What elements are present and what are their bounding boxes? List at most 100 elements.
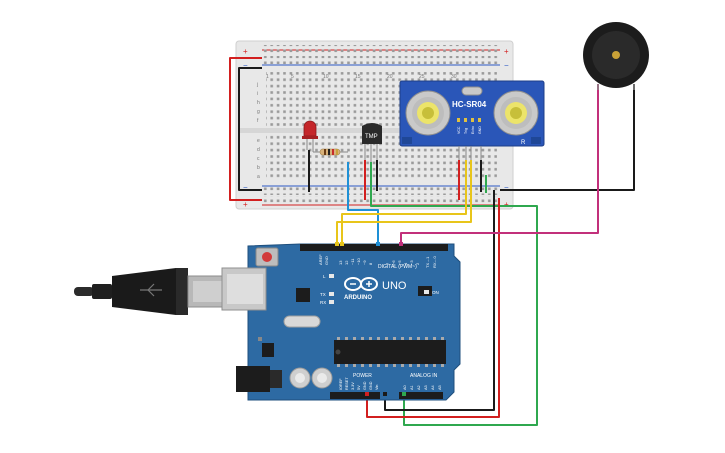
wire-green-analog[interactable]	[370, 162, 538, 426]
wire-arduino-5v[interactable]	[366, 198, 500, 418]
svg-text:c: c	[257, 156, 260, 162]
svg-text:4: 4	[403, 262, 408, 265]
svg-text:12: 12	[344, 260, 349, 265]
svg-text:A5: A5	[438, 385, 442, 390]
rail-plus-label-bl: +	[243, 200, 248, 209]
svg-text:Vin: Vin	[375, 385, 379, 390]
svg-text:d: d	[257, 147, 260, 153]
svg-text:IOREF: IOREF	[339, 378, 343, 390]
svg-text:GND: GND	[324, 256, 329, 265]
sensor-r-mark: R	[521, 140, 526, 146]
svg-text:RESET: RESET	[345, 377, 349, 390]
rail-plus-label-tl: +	[243, 47, 248, 56]
wire-buzzer-signal[interactable]	[400, 84, 599, 244]
bottom-rail-holes-2	[262, 196, 500, 204]
usb-cable	[74, 268, 229, 315]
svg-text:10: 10	[323, 74, 329, 80]
svg-text:15: 15	[355, 74, 361, 80]
svg-text:~5: ~5	[397, 260, 402, 265]
svg-text:7: 7	[385, 262, 390, 265]
sensor-model-label: HC-SR04	[452, 100, 487, 109]
svg-text:i: i	[257, 91, 258, 97]
arduino-logo	[344, 277, 378, 291]
svg-text:A1: A1	[410, 385, 414, 390]
wires	[229, 57, 635, 426]
temperature-sensor[interactable]: TMP	[362, 123, 382, 162]
sensor-pin-labels: VCC Trig Echo GND	[457, 126, 482, 134]
svg-text:~3: ~3	[409, 260, 414, 265]
power-jack	[236, 366, 270, 392]
ultrasonic-sensor[interactable]: HC-SR04 VCC Trig Echo GND R	[399, 80, 545, 160]
svg-text:a: a	[257, 174, 260, 180]
red-led[interactable]	[302, 120, 318, 152]
svg-text:A0: A0	[403, 385, 407, 390]
board-crystal	[283, 315, 321, 328]
wire-rail-plus-loop[interactable]	[229, 57, 262, 201]
svg-text:b: b	[257, 165, 260, 171]
transducer-right	[493, 90, 539, 136]
svg-text:AREF: AREF	[318, 254, 323, 265]
top-rail-holes-1	[262, 45, 500, 54]
svg-text:20: 20	[387, 74, 393, 80]
regulator	[262, 343, 274, 357]
tmp-label: TMP	[365, 134, 378, 140]
svg-text:5V: 5V	[357, 385, 361, 390]
svg-text:VCC: VCC	[457, 126, 461, 134]
chip-pins	[337, 337, 444, 367]
rail-minus-label-br: −	[504, 183, 509, 192]
svg-text:GND: GND	[369, 381, 373, 390]
svg-text:1: 1	[266, 74, 269, 80]
on-label: ON	[432, 290, 439, 295]
svg-text:GND: GND	[363, 381, 367, 390]
rail-minus-label-bl: −	[243, 183, 248, 192]
wire-tmp-signal[interactable]	[347, 162, 379, 244]
power-header[interactable]	[330, 392, 380, 399]
analog-header-label: ANALOG IN	[410, 373, 438, 379]
svg-text:~6: ~6	[391, 260, 396, 265]
svg-text:j: j	[256, 82, 258, 88]
rail-minus-label-tl: −	[243, 61, 248, 70]
svg-text:e: e	[257, 138, 260, 144]
wire-sensor-trig[interactable]	[341, 160, 467, 244]
svg-text:TX→1: TX→1	[425, 256, 430, 268]
digital-header[interactable]	[300, 244, 448, 251]
svg-text:2: 2	[415, 262, 420, 265]
wire-endpoints	[335, 242, 406, 396]
rail-plus-label-tr: +	[504, 47, 509, 56]
svg-text:Echo: Echo	[471, 126, 475, 134]
svg-text:GND: GND	[478, 126, 482, 134]
svg-text:A4: A4	[431, 385, 435, 390]
resistor[interactable]	[313, 148, 348, 156]
svg-text:L: L	[323, 274, 326, 279]
analog-pin-labels: A0 A1 A2 A3 A4 A5	[403, 385, 442, 390]
svg-text:5: 5	[291, 74, 294, 80]
svg-text:30: 30	[451, 74, 457, 80]
piezo-buzzer[interactable]	[583, 22, 649, 90]
rail-minus-label-tr: −	[504, 61, 509, 70]
usb-chip	[296, 288, 310, 302]
analog-header[interactable]	[399, 392, 443, 399]
svg-text:~11: ~11	[350, 258, 355, 265]
arduino-uno[interactable]: AREF GND 13 12 ~11 ~10 ~9 8 7 ~6 ~5 4 ~3…	[221, 243, 461, 401]
usb-icon	[140, 283, 162, 297]
svg-text:8: 8	[368, 262, 373, 265]
row-letters: j i h g f e d c b a	[256, 82, 260, 180]
svg-text:TX: TX	[320, 292, 326, 297]
atmega-chip	[334, 340, 446, 364]
arduino-brand: ARDUINO	[344, 295, 372, 301]
wire-sensor-echo[interactable]	[336, 160, 472, 244]
board-leds: L TX RX ON	[320, 274, 439, 305]
wire-arduino-gnd[interactable]	[384, 190, 495, 411]
power-pin-labels: IOREF RESET 3.3V 5V GND GND Vin	[339, 377, 379, 390]
svg-text:~9: ~9	[362, 260, 367, 265]
svg-text:h: h	[257, 100, 260, 106]
digital-header-label: DIGITAL (PWM~)	[378, 264, 417, 270]
crystal	[461, 86, 483, 96]
wire-rail-minus-loop[interactable]	[238, 67, 262, 191]
svg-text:Trig: Trig	[464, 128, 468, 134]
svg-text:13: 13	[338, 260, 343, 265]
svg-text:A3: A3	[424, 385, 428, 390]
column-numbers-top: 1 5 10 15 20 25 30	[266, 74, 457, 80]
wire-buzzer-gnd[interactable]	[500, 84, 635, 191]
